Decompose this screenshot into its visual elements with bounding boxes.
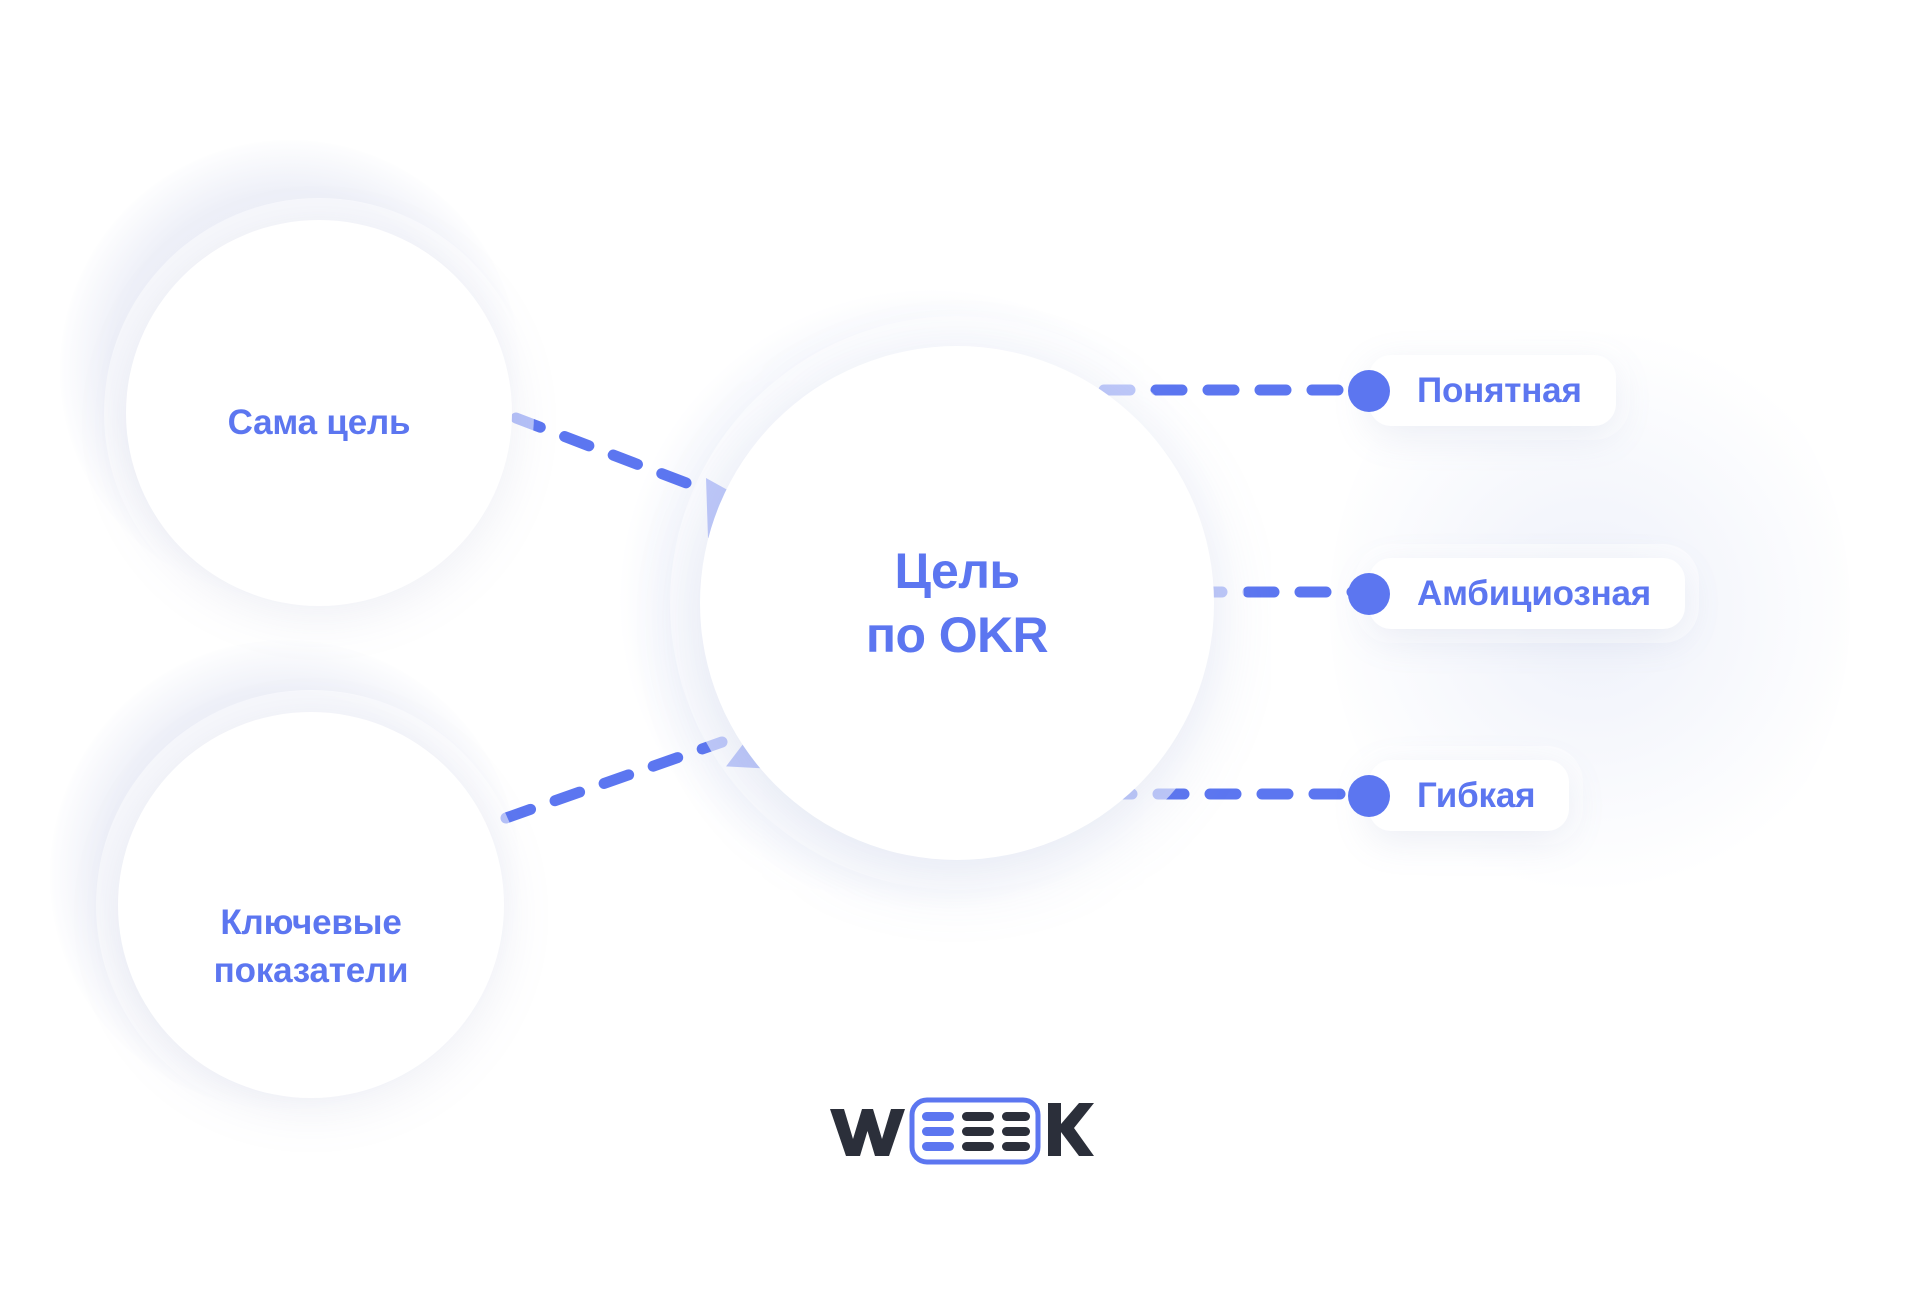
attribute-clear[interactable]: Понятная [1348,355,1616,426]
attribute-dot-icon [1348,572,1390,615]
node-goal-itself[interactable]: Сама цель [126,220,512,606]
weeek-letter-k-icon [1048,1103,1094,1156]
node-key-results[interactable]: Ключевые показатели [118,712,504,1098]
weeek-grid-frame-icon [909,1097,1041,1165]
weeek-letter-w-icon [830,1109,905,1156]
attribute-ambitious[interactable]: Амбициозная [1348,558,1686,629]
attribute-clear-label: Понятная [1369,355,1616,426]
attribute-flexible-label: Гибкая [1369,760,1570,831]
attribute-dot-icon [1348,774,1390,817]
weeek-logo [830,1097,1094,1165]
weeek-grid-bars-icon [922,1112,1030,1151]
node-goal-itself-label: Сама цель [227,402,411,442]
attribute-ambitious-label: Амбициозная [1369,558,1686,629]
attribute-dot-icon [1348,369,1390,412]
node-okr-goal[interactable]: Цель по OKR [700,346,1214,860]
node-key-results-label: Ключевые показатели [213,902,409,990]
attribute-flexible[interactable]: Гибкая [1348,760,1570,831]
node-okr-goal-label: Цель по OKR [865,543,1049,663]
